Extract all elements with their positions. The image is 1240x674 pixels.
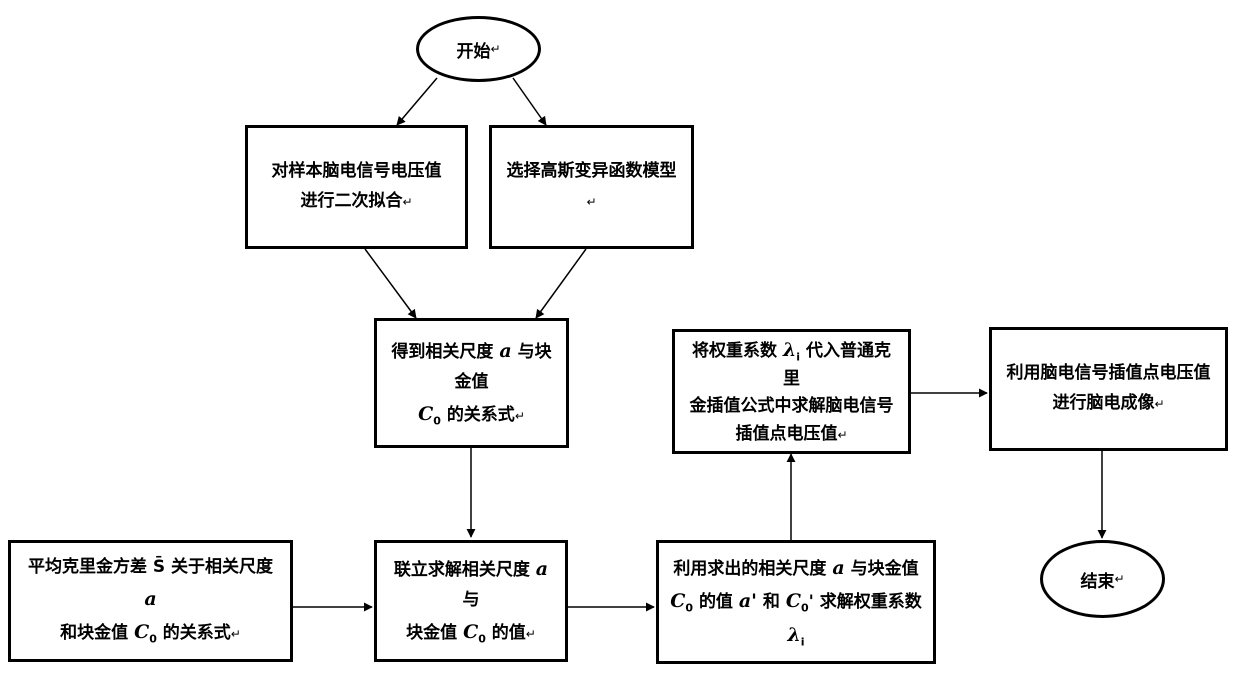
symbol-c0-prime: C0' — [786, 592, 814, 612]
symbol-lambda: λ — [783, 339, 796, 361]
symbol-c: C — [418, 403, 433, 425]
arrow-start-to-fit — [397, 78, 437, 125]
subscript: i — [801, 635, 805, 648]
symbol-c0: C0 — [134, 623, 157, 643]
interpolation-node: 将权重系数 λi 代入普通克里 金插值公式中求解脑电信号 插值点电压值↵ — [672, 329, 911, 454]
paragraph-mark: ↵ — [515, 409, 525, 423]
interp-line3: 插值点电压值 — [735, 424, 837, 444]
fit-line1: 对样本脑电信号电压值 — [272, 157, 442, 187]
subscript: 0 — [433, 414, 441, 427]
paragraph-mark: ↵ — [231, 627, 241, 641]
variance-text: 和块金值 — [60, 623, 128, 643]
arrow-fit-to-relation — [365, 249, 416, 318]
symbol-c0: C0 — [463, 623, 486, 643]
weights-text: 求解权重系数 — [820, 592, 922, 612]
symbol-c: C — [670, 590, 685, 612]
end-node: 结束↵ — [1040, 540, 1165, 618]
weights-text: 利用求出的相关尺度 — [673, 559, 826, 579]
solve-text: 与 — [463, 590, 480, 610]
model-node: 选择高斯变异函数模型 ↵ — [489, 125, 694, 249]
symbol-lambda-i: λi — [783, 341, 800, 361]
paragraph-mark: ↵ — [837, 428, 847, 442]
solve-text: 联立求解相关尺度 — [394, 560, 530, 580]
paragraph-mark: ↵ — [402, 195, 412, 209]
variance-text: 关于相关尺度 — [171, 557, 273, 577]
solve-text: 块金值 — [406, 623, 457, 643]
paragraph-mark: ↵ — [490, 42, 500, 56]
subscript: 0 — [149, 632, 157, 645]
relation-node: 得到相关尺度 a 与块金值 C0 的关系式↵ — [374, 318, 569, 448]
relation-text: 的关系式 — [447, 405, 515, 425]
symbol-s-bar: S̄ — [153, 557, 165, 577]
start-node: 开始↵ — [416, 16, 541, 82]
subscript: 0 — [685, 602, 693, 615]
symbol-c0: C0 — [418, 405, 441, 425]
solve-text: 的值 — [492, 623, 526, 643]
paragraph-mark: ↵ — [1154, 397, 1164, 411]
subscript: 0 — [478, 632, 486, 645]
symbol-c0: C0 — [670, 592, 693, 612]
variance-text: 平均克里金方差 — [28, 557, 147, 577]
imaging-line1: 利用脑电信号插值点电压值 — [1007, 359, 1211, 389]
imaging-line2: 进行脑电成像 — [1052, 393, 1154, 413]
arrow-start-to-model — [513, 78, 546, 125]
paragraph-mark: ↵ — [1114, 572, 1124, 586]
fit-line2: 进行二次拟合 — [300, 191, 402, 211]
weights-node: 利用求出的相关尺度 a 与块金值 C0 的值 a' 和 C0' 求解权重系数 λ… — [656, 540, 936, 664]
symbol-a: a — [144, 588, 156, 610]
symbol-a: a — [832, 557, 844, 579]
weights-text: 的值 — [699, 592, 733, 612]
interp-text: 代入普通克里 — [783, 341, 891, 389]
paragraph-mark: ↵ — [526, 627, 536, 641]
interp-text: 将权重系数 — [692, 341, 777, 361]
symbol-c: C — [463, 621, 478, 643]
end-label: 结束 — [1080, 567, 1114, 592]
symbol-a-prime: a' — [739, 590, 757, 612]
relation-text: 得到相关尺度 — [391, 342, 493, 362]
fit-node: 对样本脑电信号电压值 进行二次拟合↵ — [245, 125, 468, 249]
symbol-c: C — [134, 621, 149, 643]
arrow-model-to-relation — [536, 249, 586, 318]
symbol-c: C — [786, 590, 801, 612]
variance-text: 的关系式 — [163, 623, 231, 643]
kriging-variance-node: 平均克里金方差 S̄ 关于相关尺度 a 和块金值 C0 的关系式↵ — [8, 540, 293, 662]
symbol-a: a — [499, 340, 511, 362]
symbol-lambda: λ — [787, 624, 800, 646]
interp-line2: 金插值公式中求解脑电信号 — [685, 393, 898, 420]
subscript: i — [796, 351, 800, 364]
weights-text: 与块金值 — [851, 559, 919, 579]
prime-mark: ' — [809, 592, 814, 612]
subscript: 0 — [801, 602, 809, 615]
symbol-lambda-i: λi — [787, 626, 804, 646]
start-label: 开始 — [456, 37, 490, 62]
model-label: 选择高斯变异函数模型 — [507, 161, 677, 181]
imaging-node: 利用脑电信号插值点电压值 进行脑电成像↵ — [989, 327, 1228, 451]
paragraph-mark: ↵ — [586, 195, 596, 209]
solve-node: 联立求解相关尺度 a 与 块金值 C0 的值↵ — [374, 540, 568, 662]
weights-text: 和 — [763, 592, 780, 612]
symbol-a: a — [536, 558, 548, 580]
